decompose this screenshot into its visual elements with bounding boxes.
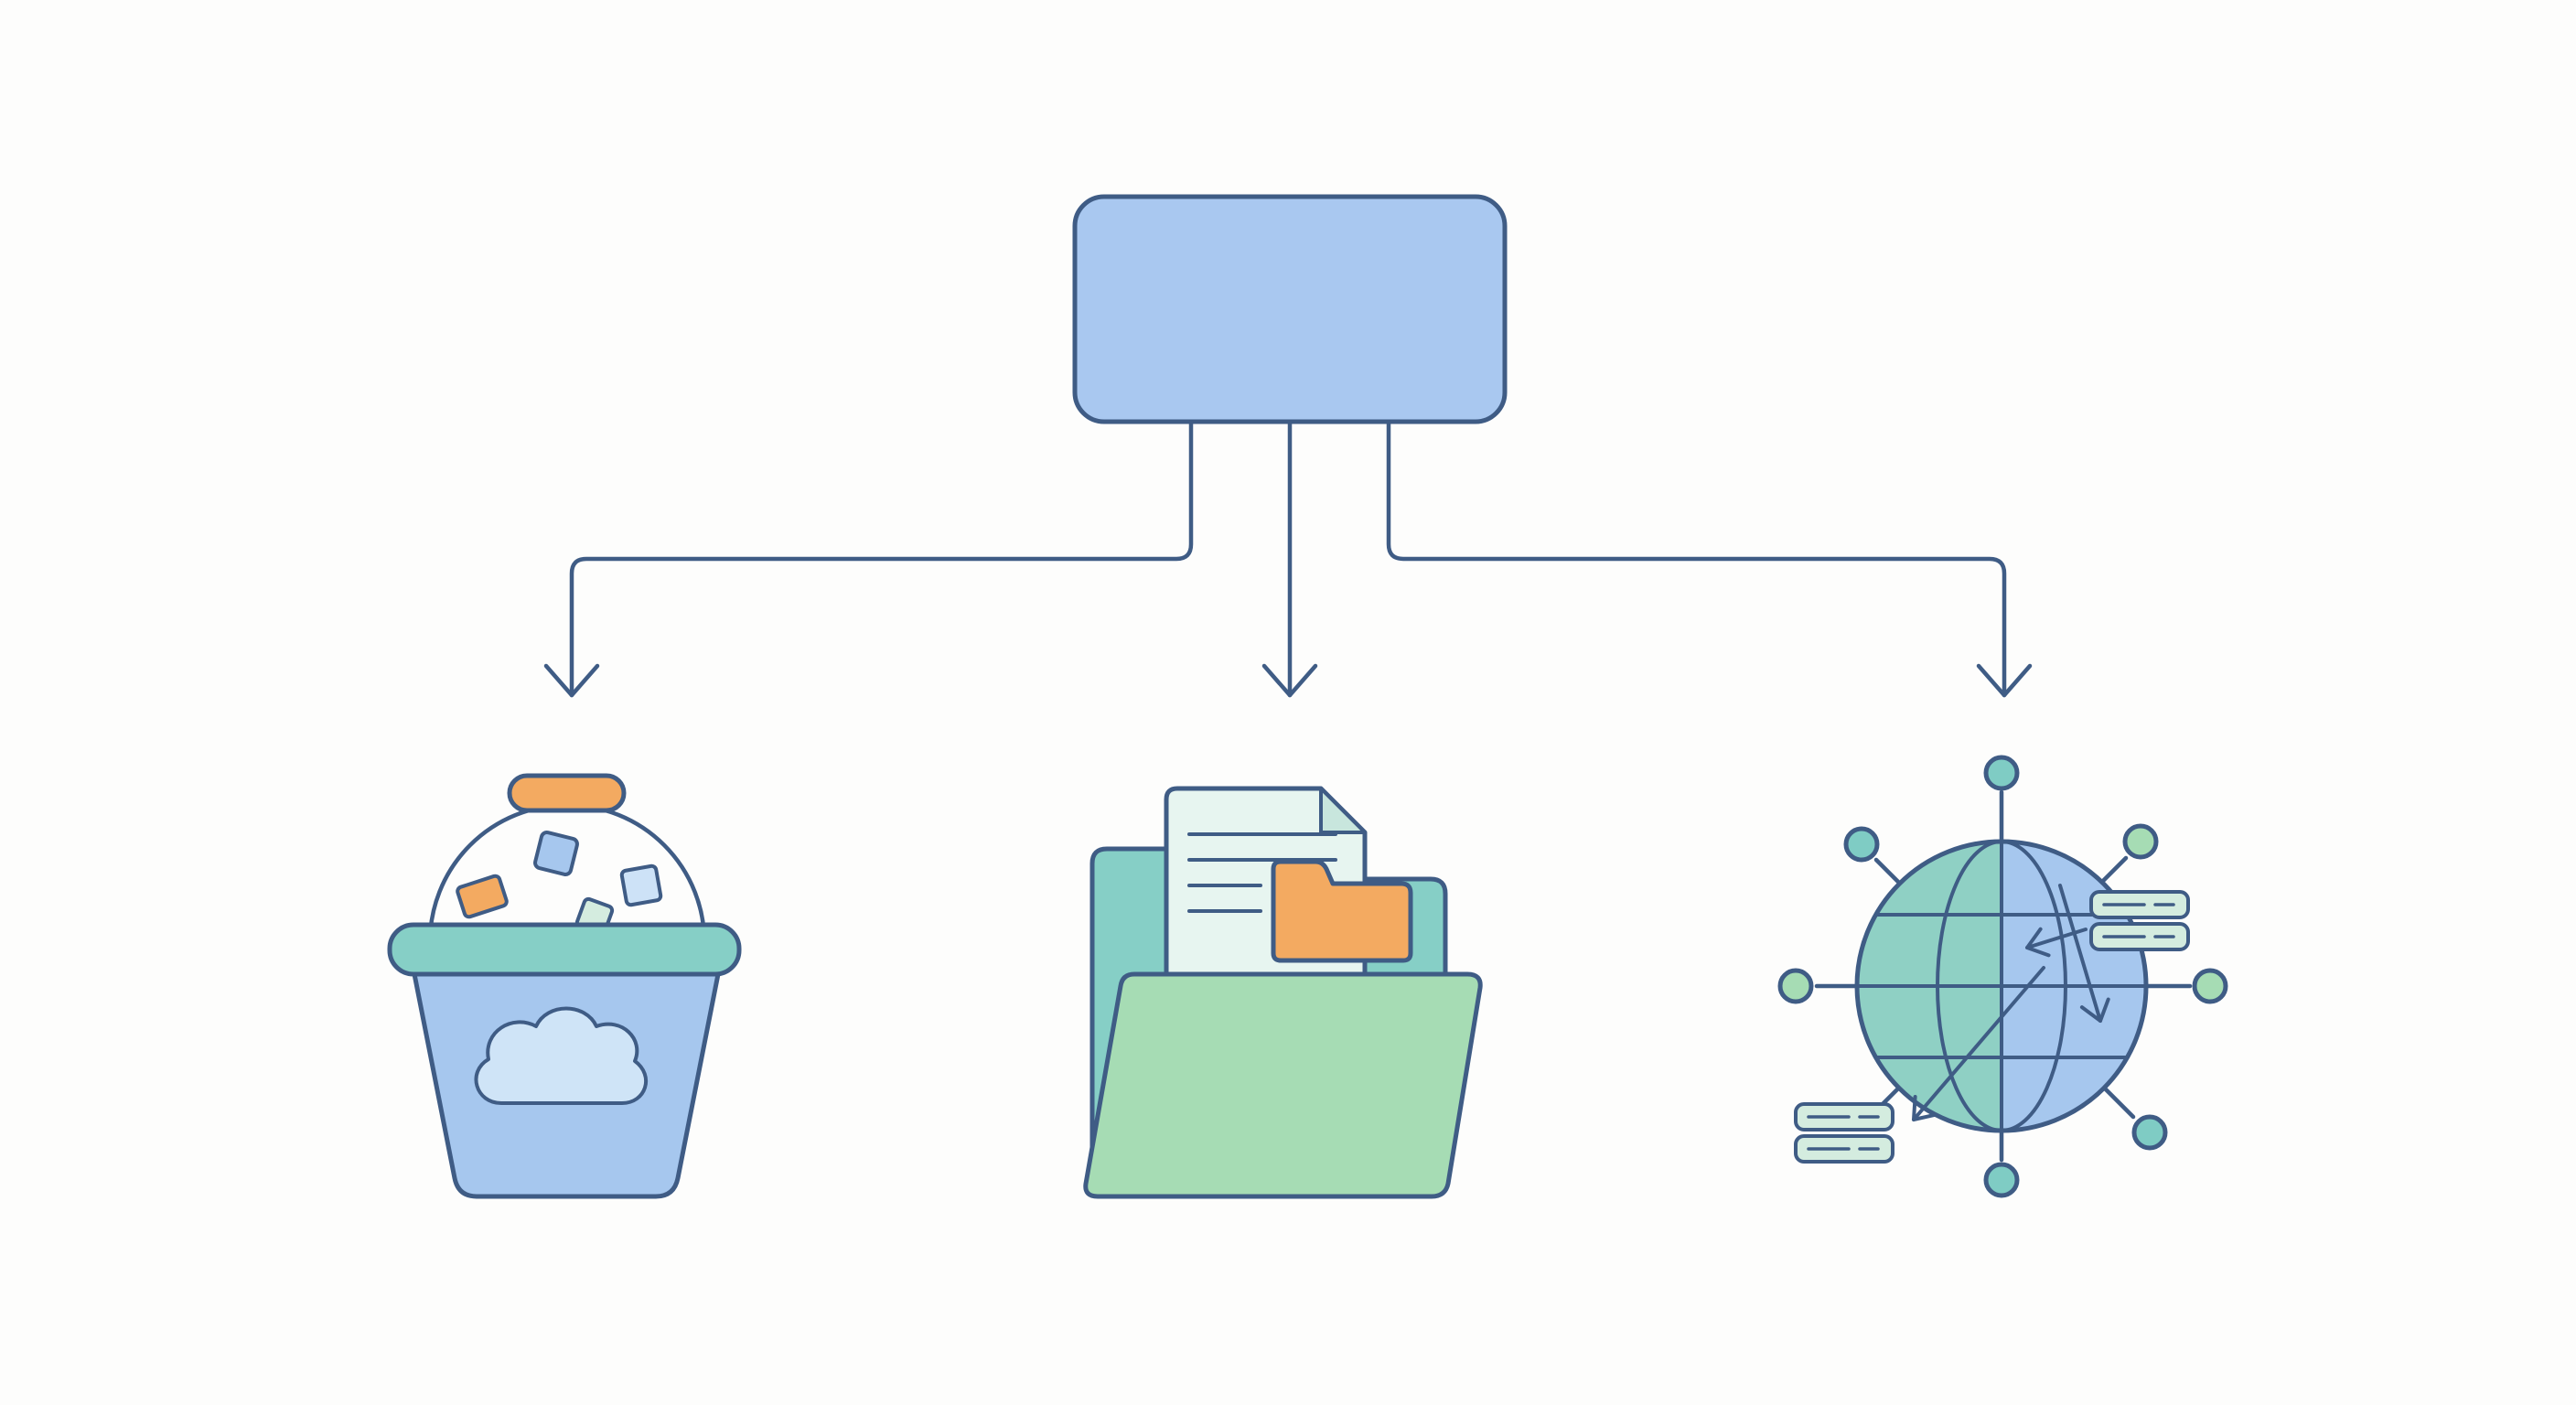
transfer-arrow-outbound <box>1912 966 2045 1121</box>
documents-folder-icon <box>1083 786 1483 1199</box>
network-nodes <box>1777 755 2228 1198</box>
globe-outline <box>1854 839 2149 1133</box>
bucket-rim <box>387 922 742 977</box>
transfer-arrows <box>1912 884 2110 1121</box>
connector-right <box>1386 419 2033 698</box>
server-stack-top-right <box>2089 890 2190 951</box>
node-top-left <box>1843 826 1880 863</box>
scrap-orange <box>456 874 509 919</box>
connectors <box>543 419 2033 698</box>
connector-left <box>543 419 1194 698</box>
globe <box>1854 839 2149 1133</box>
transfer-arrow-down <box>2058 884 2110 1023</box>
node-left <box>1777 968 1814 1004</box>
cloud-icon <box>474 1006 649 1105</box>
root-node-box <box>1072 194 1508 424</box>
node-bottom-right <box>2131 1114 2168 1151</box>
storage-bucket-icon <box>387 773 742 1199</box>
scrap-blue <box>533 831 579 876</box>
folder-small-orange <box>1271 859 1413 963</box>
scrap-lightblue <box>619 863 663 907</box>
node-top-right <box>2122 823 2159 860</box>
folder-front <box>1083 971 1483 1199</box>
node-bottom <box>1983 1162 2020 1198</box>
global-network-icon <box>1777 755 2228 1198</box>
bucket-grip <box>507 773 627 813</box>
server-stack-bottom-left <box>1794 1102 1894 1164</box>
document-fold <box>1319 787 1367 834</box>
bucket-items <box>456 831 663 937</box>
node-top <box>1983 755 2020 791</box>
node-right <box>2192 968 2228 1004</box>
